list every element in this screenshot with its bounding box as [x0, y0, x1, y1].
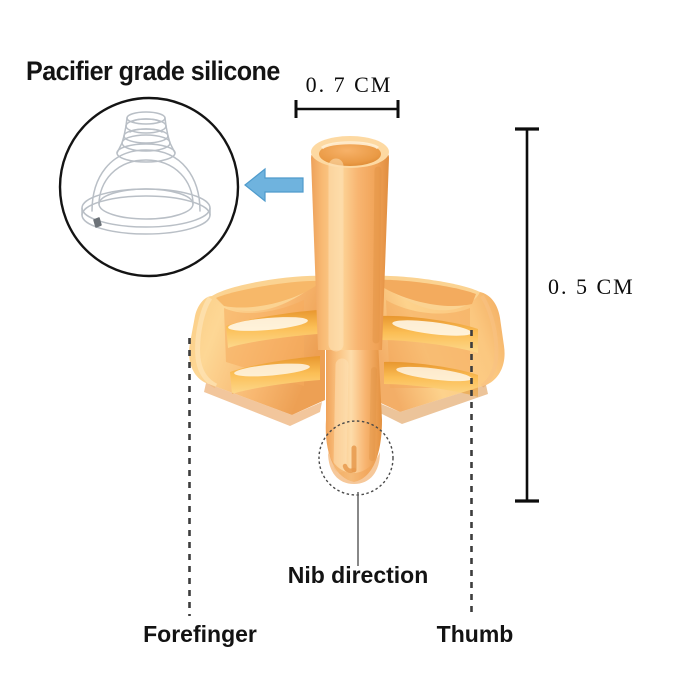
forefinger-label: Forefinger	[143, 621, 257, 647]
dimension-top-line	[285, 98, 410, 120]
dimension-right-line	[512, 120, 542, 510]
thumb-cradle	[370, 275, 505, 424]
forefinger-cradle	[188, 275, 326, 426]
pacifier-nipple-icon	[58, 96, 240, 278]
left-arrow-icon	[243, 165, 305, 205]
dimension-top-label: 0. 7 CM	[305, 72, 393, 97]
nib-marker-circle	[318, 420, 394, 496]
dimension-right-label: 0. 5 CM	[548, 274, 635, 299]
forefinger-guide-line	[188, 338, 191, 616]
nib-leader-line	[350, 492, 366, 566]
thumb-label: Thumb	[436, 621, 514, 647]
nib-direction-label: Nib direction	[287, 562, 429, 588]
pacifier-inset-circle	[58, 96, 240, 278]
thumb-guide-line	[470, 330, 473, 616]
product-barrel	[311, 136, 389, 484]
page-title: Pacifier grade silicone	[26, 56, 280, 86]
product-illustration	[150, 100, 550, 520]
